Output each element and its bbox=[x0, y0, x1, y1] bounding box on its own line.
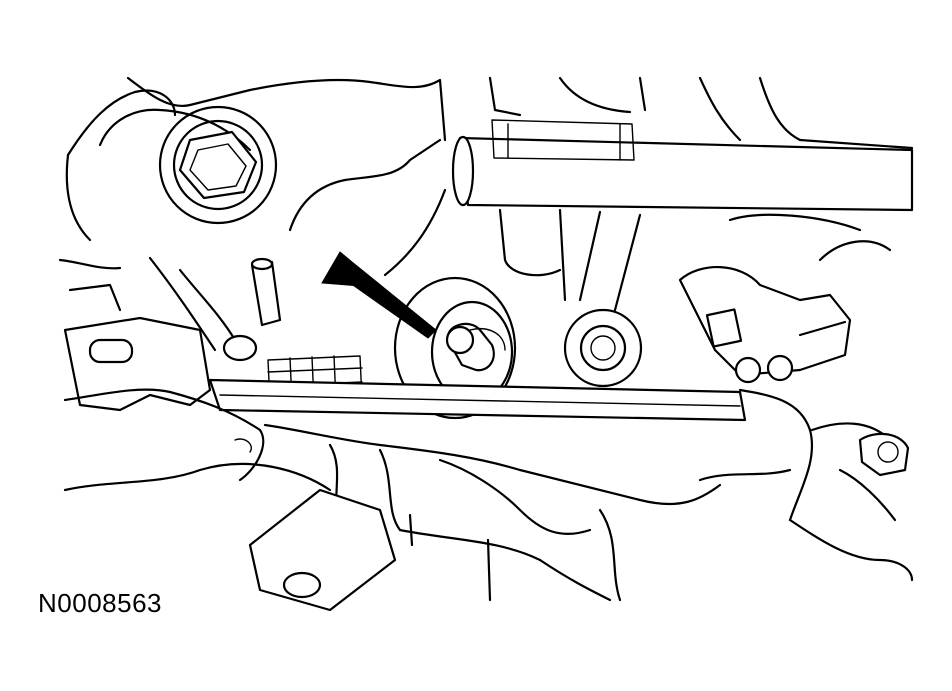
drain-port bbox=[393, 276, 517, 420]
hose-stub bbox=[148, 256, 282, 362]
electrical-connector bbox=[678, 266, 852, 384]
lower-block bbox=[248, 488, 397, 612]
figure-id-label: N0008563 bbox=[38, 588, 162, 618]
lower-supports bbox=[408, 513, 492, 602]
shop-rag bbox=[63, 388, 914, 602]
pointer-arrow bbox=[321, 251, 437, 339]
retaining-clip bbox=[838, 432, 910, 522]
engine-housing bbox=[65, 76, 914, 277]
mounting-bracket bbox=[58, 258, 212, 412]
bolt-head bbox=[158, 105, 278, 225]
support-rail bbox=[208, 378, 747, 422]
bushing bbox=[563, 308, 643, 388]
housing-ribs bbox=[498, 208, 892, 312]
coolant-tube bbox=[451, 119, 914, 212]
